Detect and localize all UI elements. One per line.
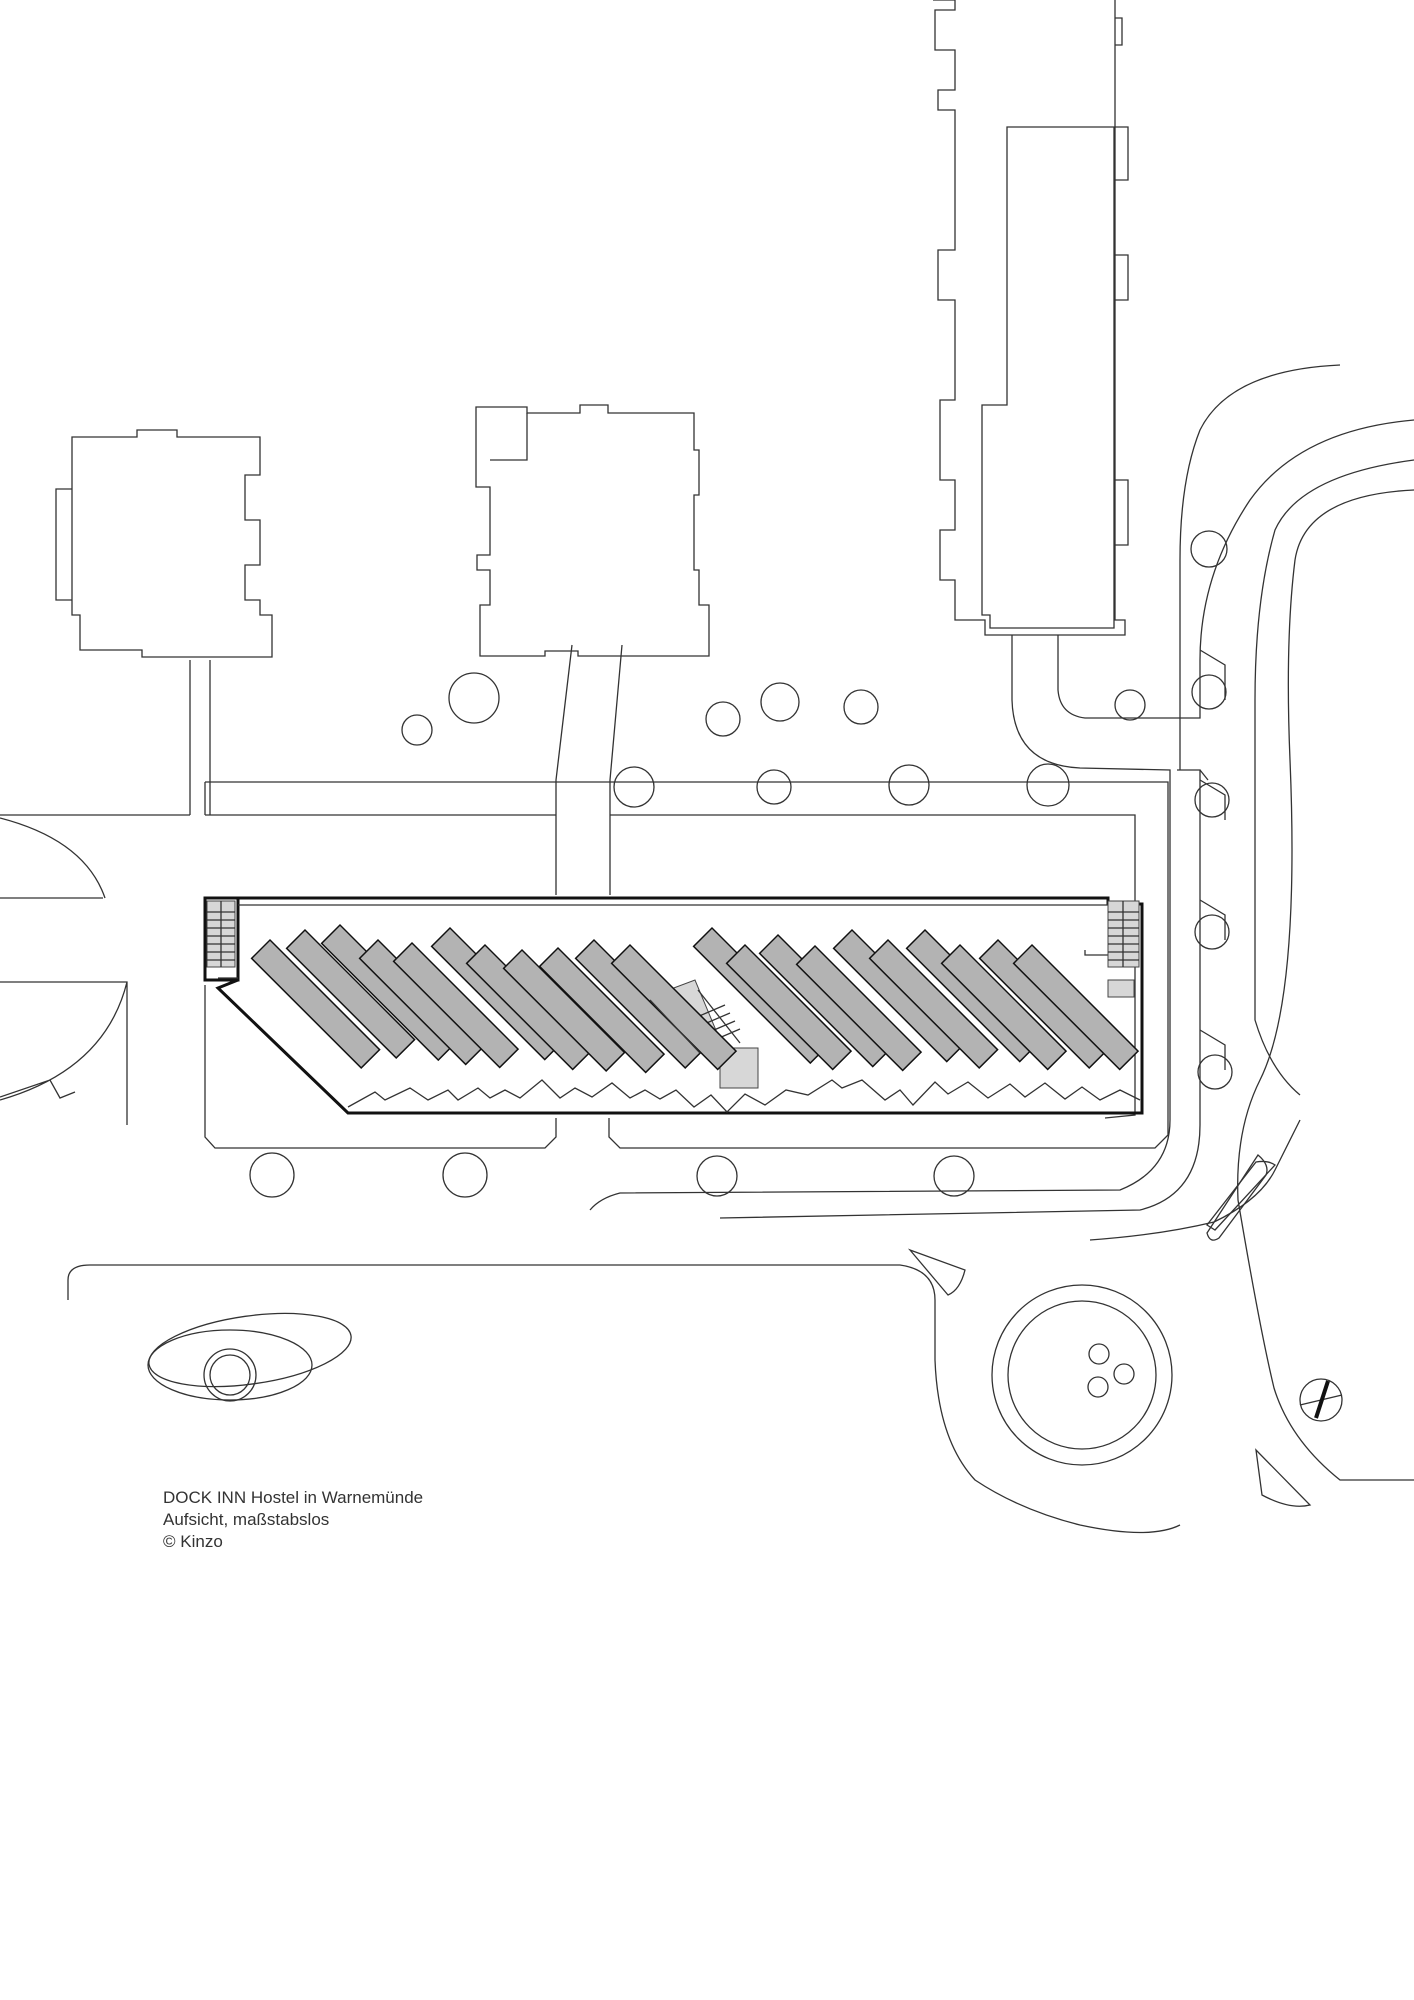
- forecourt-outline: [204, 781, 1169, 1149]
- traffic-island-3: [1206, 1160, 1276, 1231]
- tree: [1026, 763, 1070, 807]
- road-lower: [67, 1264, 1181, 1534]
- tree: [760, 682, 800, 722]
- container-module[interactable]: [1012, 943, 1140, 1071]
- tree: [696, 1155, 738, 1197]
- parking-notches: [1199, 649, 1226, 1070]
- container-module[interactable]: [868, 938, 999, 1070]
- north-arrow-icon: [1299, 1378, 1343, 1422]
- bench: [1206, 1154, 1268, 1241]
- tree: [448, 672, 500, 724]
- container-module[interactable]: [250, 938, 381, 1070]
- container-divider: [649, 989, 741, 1054]
- traffic-island-2: [1255, 1448, 1312, 1507]
- planter-tree-inner: [209, 1354, 251, 1396]
- planter-oval-2: [148, 1312, 352, 1388]
- road-right-outer: [589, 635, 1171, 1211]
- neighbor-building-right-inner: [981, 126, 1115, 629]
- caption-credit: © Kinzo: [163, 1532, 223, 1551]
- tree: [1191, 674, 1227, 710]
- footpath-left: [189, 660, 211, 815]
- neighbor-building-right-bays: [1115, 17, 1129, 546]
- tree: [401, 714, 433, 746]
- container-module[interactable]: [392, 941, 520, 1069]
- container-modules: [250, 923, 1140, 1074]
- hostel-sawtooth-edge: [347, 1079, 1141, 1113]
- roundabout-inner: [1007, 1300, 1157, 1450]
- container-module[interactable]: [795, 944, 923, 1072]
- container-module[interactable]: [502, 948, 626, 1072]
- road-right-kerb-2: [719, 769, 1201, 1219]
- caption-title: DOCK INN Hostel in Warnemünde: [163, 1488, 424, 1507]
- container-module[interactable]: [725, 943, 853, 1071]
- planter-tree-outer: [203, 1348, 257, 1402]
- neighbor-building-left: [71, 429, 273, 658]
- tree: [933, 1155, 975, 1197]
- road-right-far-2: [1179, 364, 1341, 770]
- hostel-outline[interactable]: [203, 896, 1144, 1115]
- central-core-steps: [689, 1004, 741, 1045]
- tree: [1197, 1054, 1233, 1090]
- container-module[interactable]: [940, 943, 1068, 1071]
- tree: [843, 689, 879, 725]
- planter-oval-1: [147, 1329, 313, 1401]
- neighbor-building-middle: [475, 404, 710, 657]
- road-right-kerb: [1057, 419, 1414, 719]
- road-lower-2: [1089, 1119, 1301, 1241]
- tree: [1190, 530, 1228, 568]
- tree: [442, 1152, 488, 1198]
- street-left: [0, 814, 190, 899]
- caption-subtitle: Aufsicht, maßstabslos: [163, 1510, 330, 1529]
- tree: [1194, 782, 1230, 818]
- neighbor-building-left-bay: [55, 488, 72, 601]
- road-right-far: [1254, 459, 1414, 1096]
- plaza-left: [0, 981, 128, 1125]
- container-module[interactable]: [285, 928, 416, 1060]
- tree: [249, 1152, 295, 1198]
- roundabout-tree-1: [1088, 1343, 1110, 1365]
- tree: [1114, 689, 1146, 721]
- hostel-inner-line: [218, 904, 1108, 979]
- stair-tower-east-steps: [1108, 901, 1139, 967]
- stair-tower-west-steps: [207, 901, 235, 967]
- tree: [756, 769, 792, 805]
- tree: [1194, 914, 1230, 950]
- neighbor-building-right-outer: [933, 0, 1126, 636]
- plan-caption: DOCK INN Hostel in Warnemünde Aufsicht, …: [163, 1487, 423, 1553]
- neighbor-building-middle-inner: [490, 413, 528, 461]
- container-module[interactable]: [538, 946, 666, 1074]
- road-right-curve: [1237, 489, 1414, 1481]
- footpath-middle: [555, 644, 623, 895]
- tree: [888, 764, 930, 806]
- tree: [613, 766, 655, 808]
- roundabout-tree-2: [1113, 1363, 1135, 1385]
- tree: [705, 701, 741, 737]
- traffic-island-1: [907, 1248, 966, 1296]
- utility-box-east: [1107, 979, 1135, 998]
- roundabout-outer: [991, 1284, 1173, 1466]
- roundabout-tree-3: [1087, 1376, 1109, 1398]
